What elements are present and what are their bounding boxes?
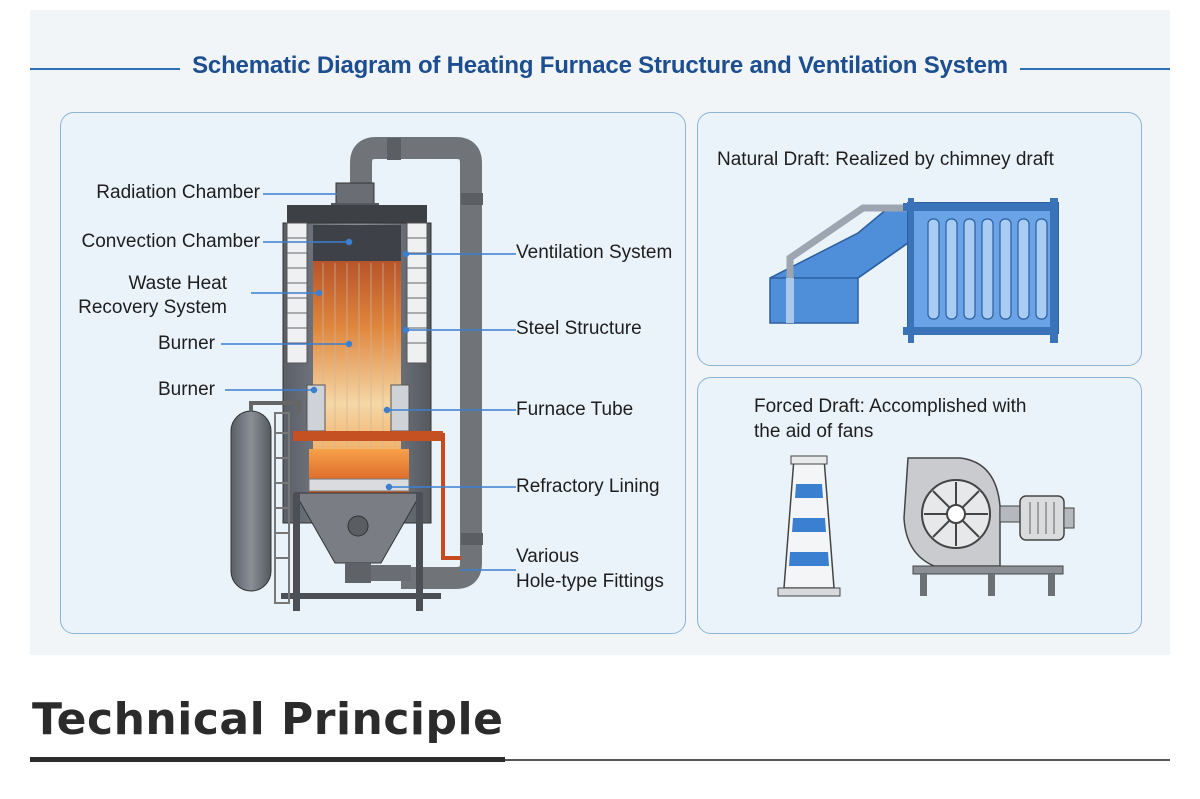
forced-draft-caption-line1: Forced Draft: Accomplished with (754, 396, 1027, 417)
label-convection-chamber: Convection Chamber (81, 231, 260, 252)
label-radiation-chamber: Radiation Chamber (96, 182, 260, 203)
label-various: Various (516, 546, 580, 567)
label-steel-structure: Steel Structure (516, 318, 642, 339)
diagram-title: Schematic Diagram of Heating Furnace Str… (186, 52, 1014, 79)
furnace-panel: Radiation Chamber Convection Chamber Was… (60, 112, 686, 634)
title-line-right (1020, 68, 1170, 70)
chimney-draft-illustration (769, 198, 1059, 343)
fan-draft-illustration (777, 455, 1075, 597)
natural-draft-panel: Natural Draft: Realized by chimney draft (697, 112, 1142, 366)
label-ventilation-system: Ventilation System (516, 242, 673, 263)
exhaust-duct (350, 137, 482, 589)
forced-draft-panel: Forced Draft: Accomplished with the aid … (697, 377, 1142, 634)
natural-draft-caption: Natural Draft: Realized by chimney draft (717, 149, 1054, 170)
heading-divider (505, 759, 1170, 761)
label-furnace-tube: Furnace Tube (516, 399, 634, 420)
label-burner-2: Burner (157, 379, 215, 400)
heading-underline (30, 757, 505, 762)
label-hole-type-fittings: Hole-type Fittings (516, 571, 664, 592)
label-burner-1: Burner (157, 333, 215, 354)
label-refractory-lining: Refractory Lining (516, 476, 660, 497)
label-waste-heat: Waste Heat (128, 273, 227, 294)
title-line-left (30, 68, 180, 70)
furnace-illustration (221, 137, 516, 611)
section-heading: Technical Principle (32, 694, 504, 745)
forced-draft-caption-line2: the aid of fans (754, 421, 874, 442)
diagram-title-row: Schematic Diagram of Heating Furnace Str… (30, 48, 1170, 88)
label-recovery-system: Recovery System (78, 297, 227, 318)
